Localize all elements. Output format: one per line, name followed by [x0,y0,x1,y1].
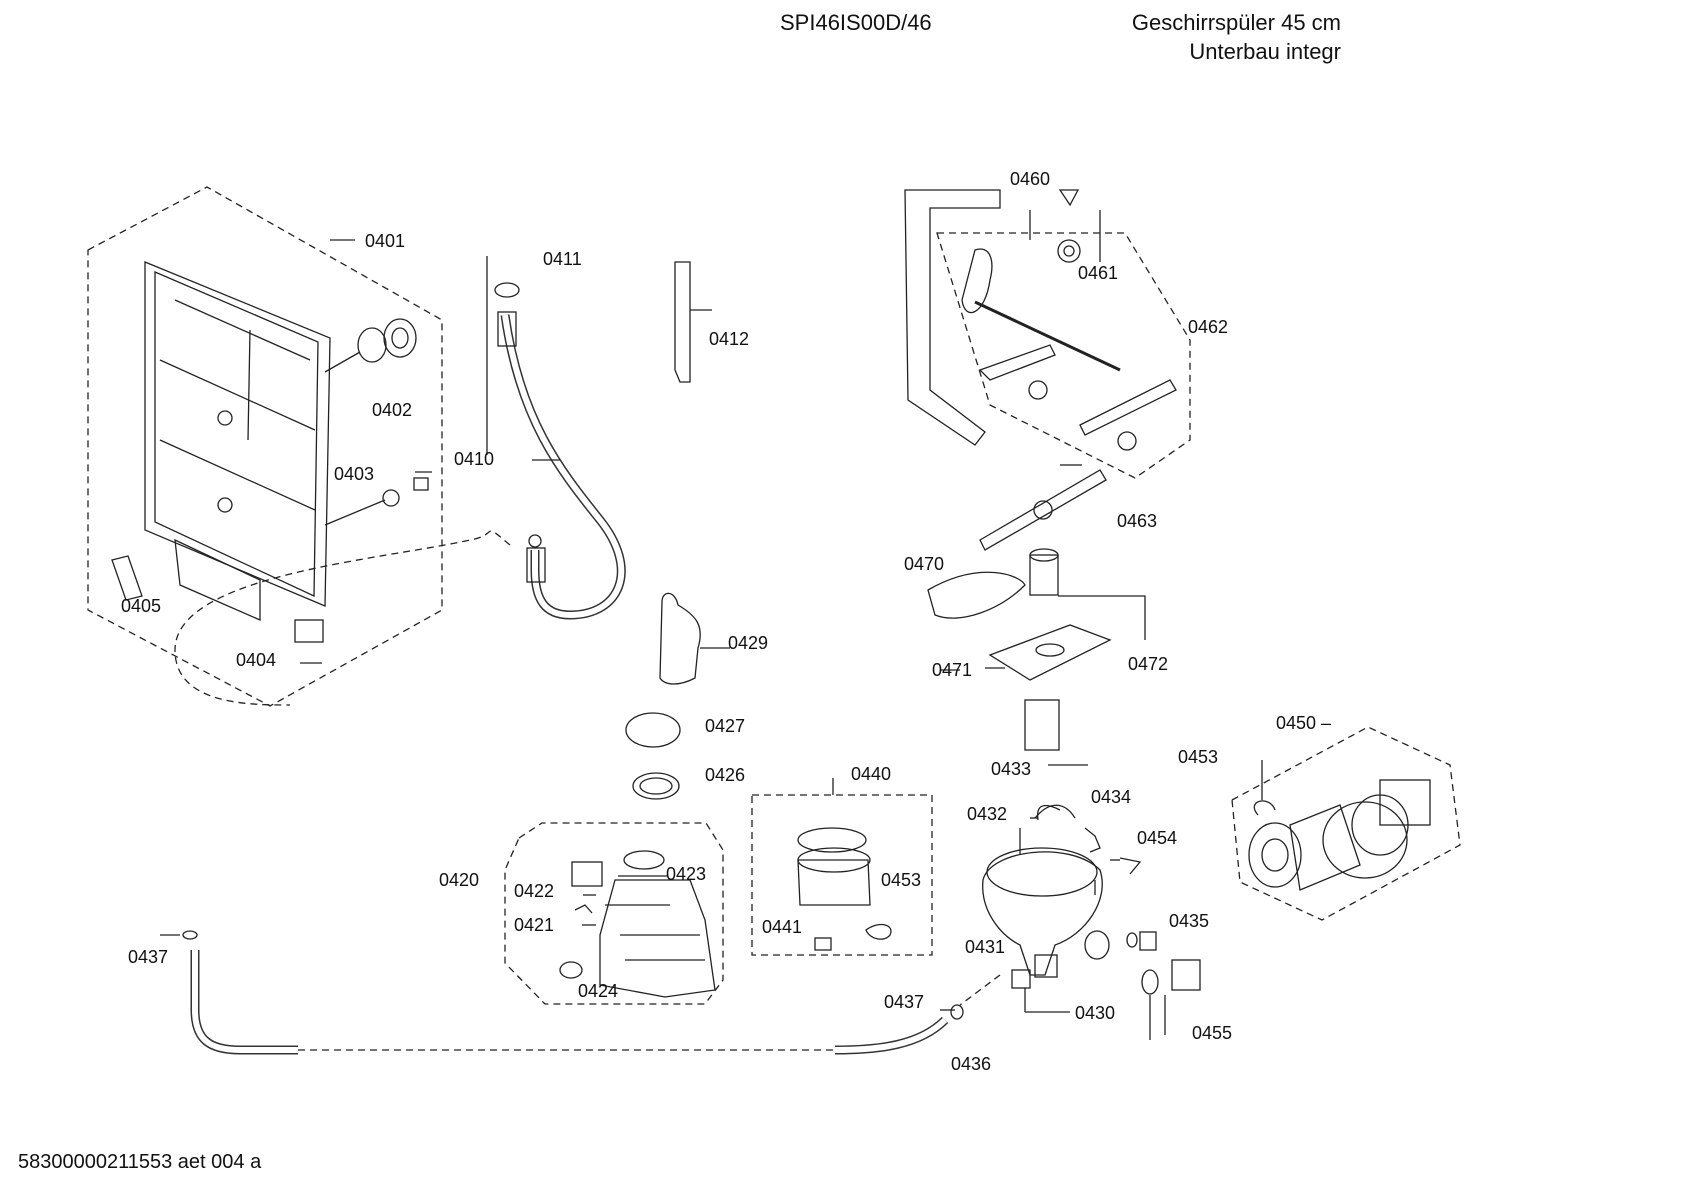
spray-arm-group-shapes [904,189,1177,551]
part-label: 0441 [762,917,803,937]
salt-container-parts [625,592,730,800]
clip-0421 [574,904,593,914]
part-label: 0471 [932,660,973,680]
outline-group-0440 [751,794,933,956]
part-label: 0434 [1091,787,1132,807]
part-label: 0412 [709,329,750,349]
pump-0450 [1248,822,1302,888]
clamp-0411 [494,282,520,298]
cap-0427 [625,712,681,748]
part-label: 0461 [1078,263,1119,283]
model-number: SPI46IS00D/46 [780,10,932,35]
group-outlines [87,186,1461,1051]
part-label: 0401 [365,231,406,251]
appliance-title: Geschirrspüler 45 cm [1131,10,1341,35]
part-label: 0411 [543,249,582,269]
outline-pump-group [1231,726,1461,921]
fine-filter-0433 [1024,699,1060,751]
part-label: 0427 [705,716,746,736]
valve-0422 [571,861,603,887]
part-label: 0421 [514,915,555,935]
spray-arm-0463 [979,469,1107,551]
part-label: 0424 [578,981,619,1001]
sensor-0455 [1171,959,1201,991]
part-label: 0423 [666,864,707,884]
part-label: 0430 [1075,1003,1116,1023]
part-shapes-left [111,318,429,643]
clip-0453 [865,923,892,940]
part-label: 0470 [904,554,945,574]
bracket-0412 [674,261,712,383]
hose-0410 [486,256,626,620]
connector-dash [959,974,1001,1006]
seal-0426 [632,772,680,800]
hose-route-dashed [174,530,511,706]
nut-0430 [1011,969,1031,989]
sump-0431 [982,851,1103,976]
funnel-0429 [659,592,701,685]
clamp-0453 [1253,800,1276,816]
part-label: 0440 [851,764,892,784]
part-label: 0429 [728,633,769,653]
seal-0402 [357,327,387,363]
spray-arm-upper [978,344,1056,381]
filter-0472 [1029,554,1059,596]
flat-filter-0471 [988,624,1112,681]
ring-0423 [623,850,665,870]
part-label: 0420 [439,870,480,890]
pipe-0460 [904,189,1001,446]
leader-lines [300,239,1120,926]
filter-system-shapes [927,548,1146,751]
part-label: 0454 [1137,828,1178,848]
part-label: 0404 [236,650,277,670]
part-label: 0472 [1128,654,1169,674]
part-label: 0453 [881,870,922,890]
clip-0434 [1084,827,1101,853]
part-label: 0410 [454,449,495,469]
clip-0433b [1037,804,1061,821]
part-label: 0463 [1117,511,1158,531]
nut-0461 [1057,239,1081,263]
part-label: 0450 – [1276,713,1332,733]
document-id: 58300000211553 aet 004 a [18,1151,262,1173]
housing-0440 [797,859,871,906]
part-label: 0402 [372,400,413,420]
part-label: 0403 [334,464,375,484]
clip-0403 [413,477,429,491]
seal-0435b [1141,969,1159,995]
group-0440-shapes [797,778,892,951]
sump-shapes [982,804,1201,1040]
clip-0454 [1119,857,1142,875]
part-label: 0422 [514,881,555,901]
outline-side-panel [87,186,443,707]
part-label: 0460 [1010,169,1051,189]
outline-water-softener [504,822,724,1005]
part-label: 0405 [121,596,162,616]
part-label: 0432 [967,804,1008,824]
part-0435 [1139,931,1157,951]
pump-group-shapes [1248,760,1431,891]
water-softener-shapes [559,850,716,998]
part-label: 0433 [991,759,1032,779]
side-panel-0401 [144,261,331,621]
part-0424 [559,961,583,979]
part-0441 [814,937,832,951]
part-label: 0453 [1178,747,1219,767]
microfilter-0470 [927,571,1026,619]
part-label: 0426 [705,765,746,785]
appliance-subtitle: Unterbau integr [1189,39,1341,64]
part-label: 0437 [128,947,169,967]
drain-hose [160,930,964,1055]
part-label: 0435 [1169,911,1210,931]
part-label: 0437 [884,992,925,1012]
part-label: 0455 [1192,1023,1233,1043]
part-label: 0431 [965,937,1006,957]
part-label: 0436 [951,1054,992,1074]
part-label: 0462 [1188,317,1229,337]
outline-spray-arm-group [936,232,1191,479]
clip-0405 [111,555,143,601]
sensor-0404 [294,619,324,643]
